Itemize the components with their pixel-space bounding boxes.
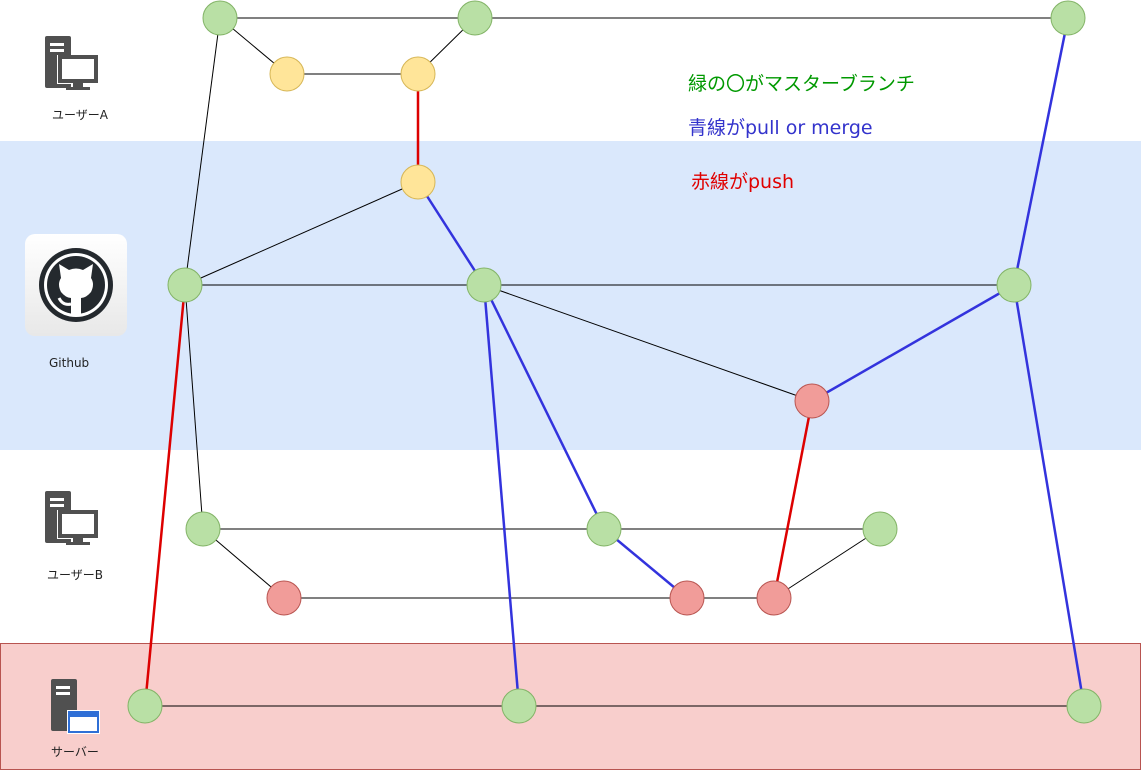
commit-node-master-s3 [1066, 688, 1102, 724]
lane-label-github: Github [49, 356, 90, 370]
commit-node-master-b3 [862, 511, 898, 547]
edge-pull-gr1-g3 [811, 283, 1015, 403]
commit-node-master-g3 [996, 267, 1032, 303]
desktop-computer-icon-user-b [45, 491, 99, 545]
edge-plain-b1-br1 [202, 528, 285, 599]
edge-pull-b2-br2 [603, 528, 688, 599]
commit-node-push-gr1 [794, 383, 830, 419]
edges-layer [143, 17, 1086, 707]
commit-node-local-gy1 [400, 164, 436, 200]
commit-node-master-g2 [466, 267, 502, 303]
commit-node-local-ay1 [269, 56, 305, 92]
edge-push-br3-gr1 [772, 400, 814, 599]
commit-node-master-a3 [1050, 0, 1086, 36]
desktop-computer-icon-user-a [45, 36, 99, 90]
commit-node-master-b2 [586, 511, 622, 547]
server-icon [51, 679, 100, 734]
lane-label-user-a: ユーザーA [52, 108, 108, 122]
edge-plain-br3-b3 [773, 528, 881, 599]
commit-node-push-br2 [669, 580, 705, 616]
legend-pull-or-merge: 青線がpull or merge [688, 117, 873, 139]
commit-node-push-br1 [266, 580, 302, 616]
edge-pull-gy1-g2 [416, 181, 486, 286]
commit-node-master-s2 [501, 688, 537, 724]
edge-pull-g2-s2 [482, 284, 521, 707]
edge-plain-gy1-g1 [184, 181, 419, 286]
commit-node-master-s1 [127, 688, 163, 724]
lane-label-user-b: ユーザーB [47, 568, 103, 582]
edge-plain-a1-g1 [184, 17, 221, 286]
edge-pull-g2-b2 [482, 284, 606, 530]
commit-node-master-g1 [167, 267, 203, 303]
edge-pull-g3-s3 [1012, 284, 1086, 707]
edge-plain-g1-b1 [184, 284, 204, 530]
legend-push: 赤線がpush [691, 171, 795, 193]
legend-master-branch: 緑の〇がマスターブランチ [688, 73, 915, 95]
edge-pull-a3-g3 [1012, 17, 1070, 286]
commit-node-master-a2 [457, 0, 493, 36]
commit-node-push-br3 [756, 580, 792, 616]
commit-node-local-ay2 [400, 56, 436, 92]
commit-node-master-a1 [202, 0, 238, 36]
edge-plain-g2-gr1 [483, 284, 813, 402]
github-logo-icon [25, 234, 127, 336]
nodes-layer [127, 0, 1102, 724]
lane-label-server: サーバー [51, 745, 99, 759]
edge-push-g1-s1 [143, 284, 187, 707]
commit-node-master-b1 [185, 511, 221, 547]
